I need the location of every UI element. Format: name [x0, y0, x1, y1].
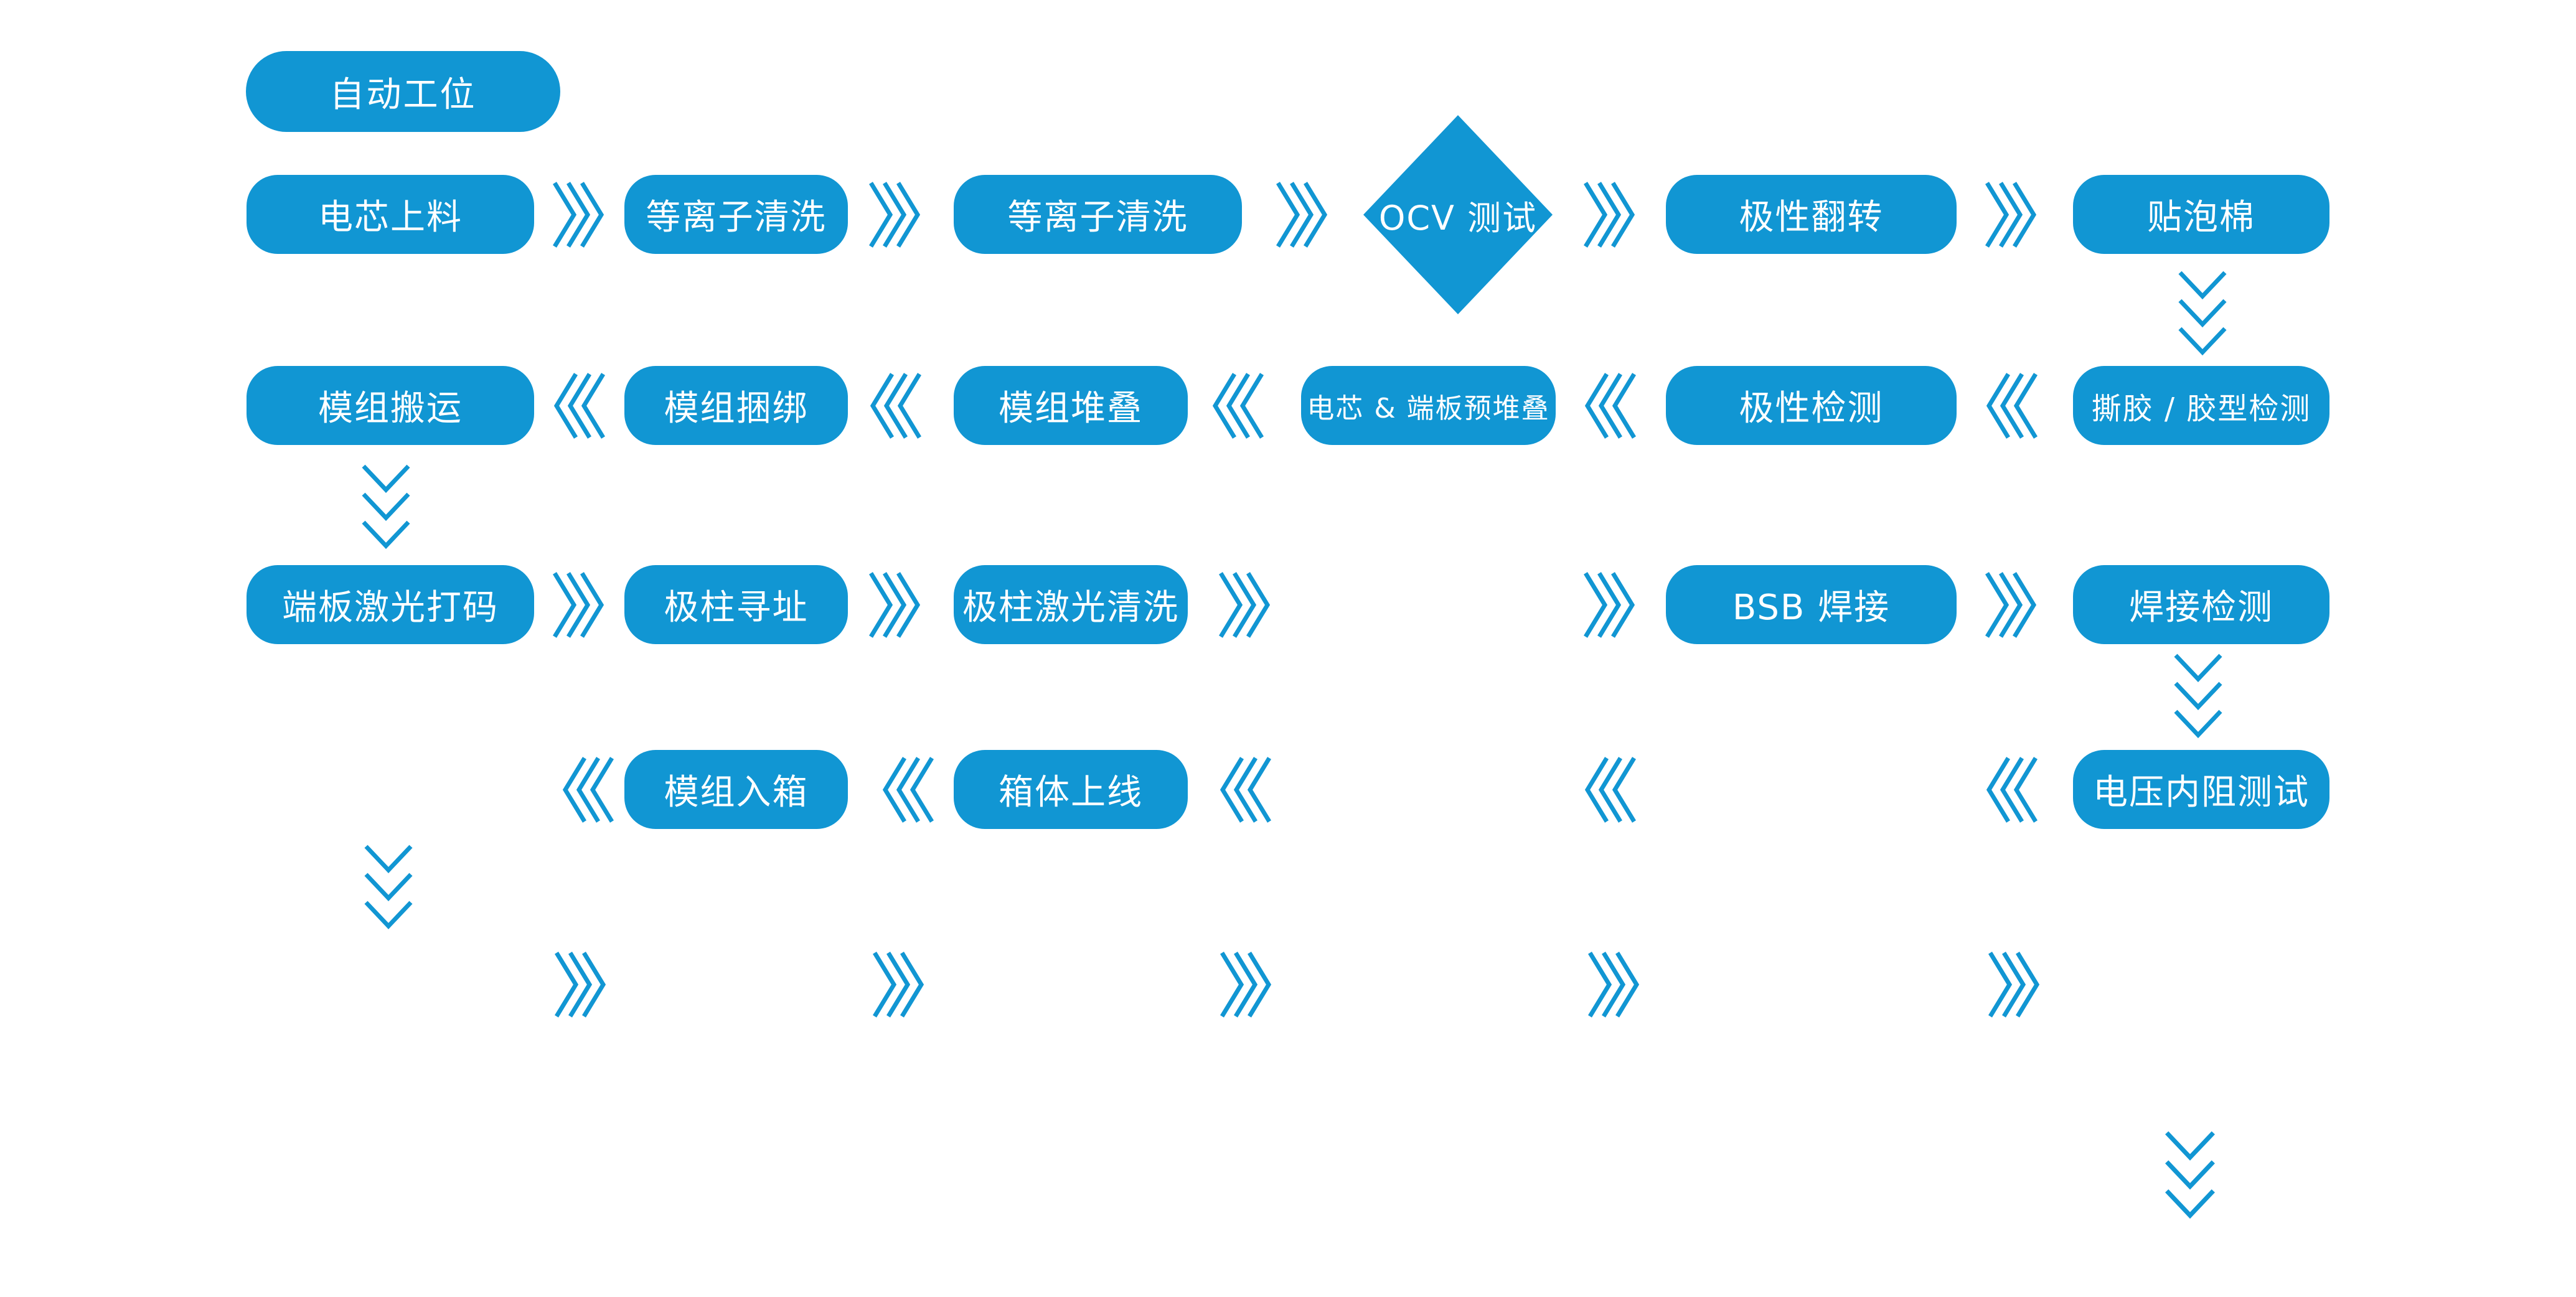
flow-arrow-right-icon	[1218, 571, 1272, 639]
flow-arrow-right-icon	[1275, 180, 1330, 249]
legend-pill-auto-station: 自动工位	[246, 51, 560, 132]
decision-ocv-test: OCV 测试	[1363, 115, 1553, 314]
flow-arrow-left-icon	[1218, 756, 1272, 824]
station-module-stacking: 模组堆叠	[954, 366, 1188, 445]
flow-arrow-left-icon	[1984, 756, 2039, 824]
station-pole-laser-cleaning: 极柱激光清洗	[954, 565, 1188, 644]
flow-arrow-right-icon	[868, 180, 923, 249]
flow-arrow-right-icon	[1582, 571, 1637, 639]
flow-arrow-left-icon	[552, 372, 606, 440]
flow-arrow-left-icon	[560, 756, 615, 824]
flow-arrow-down-icon	[2178, 269, 2227, 354]
station-plasma-cleaning-1: 等离子清洗	[624, 175, 848, 254]
station-module-strapping: 模组捆绑	[624, 366, 848, 445]
flow-arrow-left-icon	[880, 756, 935, 824]
station-polarity-check: 极性检测	[1666, 366, 1957, 445]
station-polarity-flip: 极性翻转	[1666, 175, 1957, 254]
flow-arrow-right-icon	[553, 950, 608, 1019]
flow-arrow-right-icon	[552, 180, 606, 249]
flow-arrow-left-icon	[1210, 372, 1265, 440]
station-welding-inspection: 焊接检测	[2073, 565, 2329, 644]
station-foam-pasting: 贴泡棉	[2073, 175, 2329, 254]
station-module-transfer: 模组搬运	[247, 366, 534, 445]
flow-arrow-left-icon	[1984, 372, 2039, 440]
flow-arrow-right-icon	[872, 950, 926, 1019]
flow-arrow-right-icon	[1582, 180, 1637, 249]
station-module-into-box: 模组入箱	[624, 750, 848, 829]
flow-arrow-left-icon	[868, 372, 923, 440]
station-plasma-cleaning-2: 等离子清洗	[954, 175, 1242, 254]
flow-arrow-right-icon	[1587, 950, 1642, 1019]
flow-arrow-right-icon	[868, 571, 923, 639]
station-pole-addressing: 极柱寻址	[624, 565, 848, 644]
flow-arrow-down-icon	[361, 463, 411, 547]
station-bsb-welding: BSB 焊接	[1666, 565, 1957, 644]
flow-arrow-right-icon	[552, 571, 606, 639]
flow-arrow-down-icon	[2156, 1130, 2224, 1217]
station-voltage-ir-test: 电压内阻测试	[2073, 750, 2329, 829]
station-cell-endplate-prestack: 电芯 & 端板预堆叠	[1301, 366, 1556, 445]
flow-arrow-left-icon	[1582, 372, 1637, 440]
flow-arrow-right-icon	[1987, 950, 2042, 1019]
flow-arrow-right-icon	[1984, 180, 2039, 249]
flow-arrow-down-icon	[364, 843, 413, 927]
flow-arrow-down-icon	[2173, 652, 2223, 736]
flow-arrow-left-icon	[1582, 756, 1637, 824]
decision-ocv-test-label: OCV 测试	[1378, 198, 1538, 238]
station-tape-peel-glue-check: 撕胶 / 胶型检测	[2073, 366, 2329, 445]
flow-arrow-right-icon	[1219, 950, 1274, 1019]
station-cell-loading: 电芯上料	[247, 175, 534, 254]
flow-arrow-right-icon	[1984, 571, 2039, 639]
station-endplate-laser-marking: 端板激光打码	[247, 565, 534, 644]
station-box-loading: 箱体上线	[954, 750, 1188, 829]
